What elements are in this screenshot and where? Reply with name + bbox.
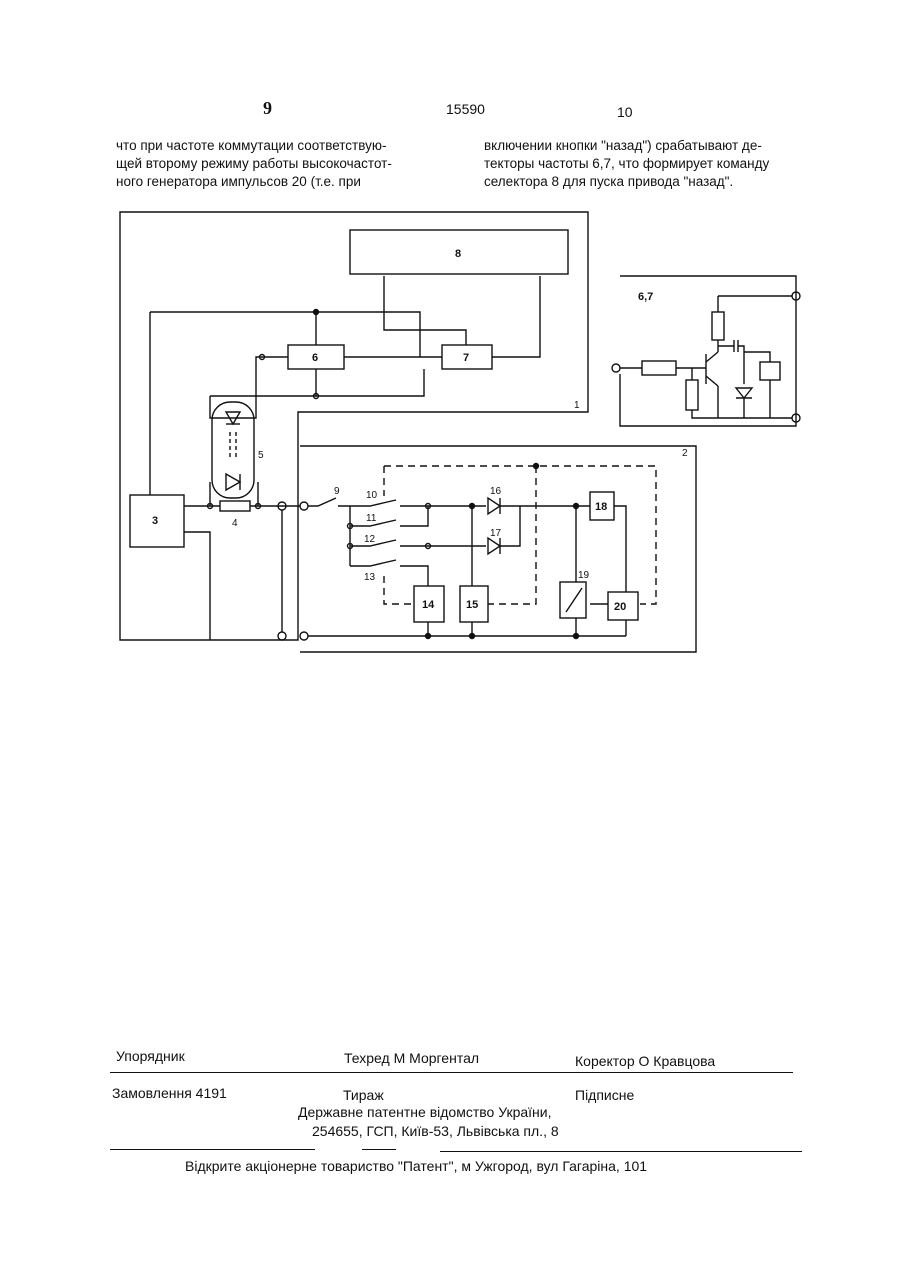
junction: [574, 634, 579, 639]
wire: [492, 276, 540, 357]
label-block-3: 3: [152, 515, 158, 527]
text-line: селектора 8 для пуска привода "назад".: [484, 173, 814, 191]
junction: [534, 464, 539, 469]
imprint-publisher: Відкрите акціонерне товариство "Патент",…: [185, 1158, 647, 1174]
wire: [614, 506, 626, 592]
label-block-14: 14: [422, 599, 435, 611]
divider: [110, 1072, 793, 1073]
resistor-icon: [642, 361, 676, 375]
wire: [210, 357, 262, 418]
contact-10: [350, 500, 428, 506]
patent-number: 15590: [446, 101, 485, 117]
label-optocoupler-5: 5: [258, 450, 264, 461]
terminal: [300, 632, 308, 640]
junction: [470, 504, 475, 509]
switch-19: [560, 582, 586, 618]
wire: [384, 276, 466, 345]
light-path: [230, 432, 236, 460]
label-block-6: 6: [312, 352, 318, 364]
label-contact-10: 10: [366, 490, 378, 501]
label-block-18: 18: [595, 501, 607, 513]
diode-16-icon: [488, 498, 500, 514]
diode-icon: [736, 388, 752, 398]
text-column-left: что при частоте коммутации соответствую-…: [116, 137, 448, 191]
wire: [428, 618, 626, 636]
wire: [736, 398, 752, 418]
junction: [314, 310, 319, 315]
label-switch-19: 19: [578, 570, 590, 581]
page-number-right: 10: [617, 104, 633, 120]
label-resistor-4: 4: [232, 518, 238, 529]
imprint-subscription: Підписне: [575, 1087, 634, 1103]
wire: [150, 312, 420, 357]
label-block-20: 20: [614, 601, 626, 613]
label-block-15: 15: [466, 599, 478, 611]
control-line: [384, 466, 414, 604]
diode-17-icon: [488, 538, 500, 554]
text-line: щей второму режиму работы высокочастот-: [116, 155, 448, 173]
imprint-techred: Техред М Моргентал: [344, 1050, 479, 1066]
wire: [500, 506, 520, 546]
label-diode-17: 17: [490, 528, 502, 539]
label-loop-1: 1: [574, 400, 580, 411]
label-loop-2: 2: [682, 448, 688, 459]
resistor-icon: [686, 380, 698, 410]
wire: [744, 352, 770, 362]
junction: [426, 634, 431, 639]
label-diode-16: 16: [490, 486, 502, 497]
label-inset-6-7: 6,7: [638, 291, 653, 303]
label-switch-9: 9: [334, 486, 340, 497]
wire: [566, 588, 582, 612]
imprint-corrector: Коректор О Кравцова: [575, 1053, 715, 1069]
contact-12: [350, 540, 428, 546]
loop-1-line: [120, 212, 588, 640]
resistor-4: [220, 501, 250, 511]
divider: [440, 1151, 802, 1152]
text-column-right: включении кнопки "назад") срабатывают де…: [484, 137, 814, 191]
text-line: ного генератора импульсов 20 (т.е. при: [116, 173, 448, 191]
label-block-8: 8: [455, 248, 461, 260]
junction: [574, 504, 579, 509]
optocoupler-5: [212, 402, 254, 498]
imprint-order: Замовлення 4191: [112, 1085, 227, 1101]
capacitor-icon: [718, 340, 744, 384]
wire: [692, 410, 792, 418]
wire: [210, 369, 424, 396]
divider: [110, 1149, 315, 1150]
page-number-left: 9: [263, 98, 272, 119]
imprint-office-line-1: Державне патентне відомство України,: [298, 1104, 552, 1120]
led-icon: [226, 474, 240, 490]
circuit-diagram: 8 6 7 3 4 5 1 2 9 10 11 12 13 14 15 16 1…: [100, 200, 820, 660]
contact-11: [350, 506, 428, 526]
divider: [362, 1149, 396, 1150]
wire: [184, 532, 210, 640]
text-line: текторы частоты 6,7, что формирует коман…: [484, 155, 814, 173]
relay-icon: [760, 362, 780, 380]
junction: [470, 634, 475, 639]
text-line: включении кнопки "назад") срабатывают де…: [484, 137, 814, 155]
text-line: что при частоте коммутации соответствую-: [116, 137, 448, 155]
label-contact-12: 12: [364, 534, 376, 545]
contact-13: [350, 560, 428, 586]
transistor-icon: [706, 352, 718, 386]
imprint-compiler: Упорядник: [116, 1048, 185, 1064]
imprint-office-line-2: 254655, ГСП, Київ-53, Львівська пл., 8: [312, 1123, 559, 1139]
switch-9: [308, 498, 350, 506]
label-contact-13: 13: [364, 572, 376, 583]
terminal: [300, 502, 308, 510]
loop-2-line: [300, 446, 696, 652]
imprint-circulation: Тираж: [343, 1087, 384, 1103]
terminal: [278, 632, 286, 640]
label-block-7: 7: [463, 352, 469, 364]
label-contact-11: 11: [366, 513, 377, 524]
terminal: [612, 364, 620, 372]
resistor-icon: [712, 312, 724, 340]
